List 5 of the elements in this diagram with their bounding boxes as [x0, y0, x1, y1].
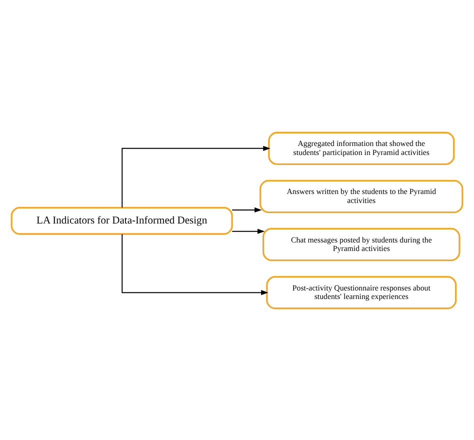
arrow: [122, 145, 270, 208]
arrow: [122, 233, 268, 295]
arrow: [232, 206, 262, 212]
arrow: [232, 228, 265, 234]
node-box: LA Indicators for Data-Informed Design: [10, 206, 233, 234]
